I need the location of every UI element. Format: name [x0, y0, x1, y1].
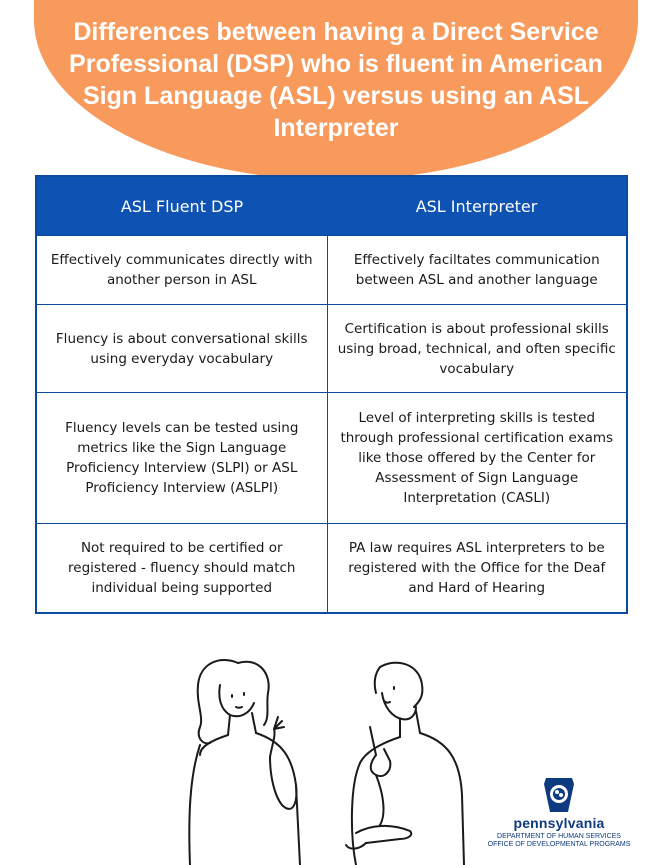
table-cell: Effectively communicates directly with a…	[35, 235, 328, 305]
table-cell: Certification is about professional skil…	[326, 304, 628, 393]
comparison-table: ASL Fluent DSP ASL Interpreter Effective…	[35, 175, 628, 614]
pennsylvania-logo: pennsylvania DEPARTMENT OF HUMAN SERVICE…	[484, 775, 634, 855]
column-header-asl-interpreter: ASL Interpreter	[327, 176, 627, 236]
table-cell: Fluency is about conversational skills u…	[35, 304, 328, 393]
logo-department: DEPARTMENT OF HUMAN SERVICES	[497, 833, 621, 840]
logo-office: OFFICE OF DEVELOPMENTAL PROGRAMS	[487, 841, 631, 848]
table-row: Effectively communicates directly with a…	[35, 235, 628, 305]
table-cell: Effectively faciltates communication bet…	[326, 235, 628, 305]
column-header-asl-fluent-dsp: ASL Fluent DSP	[36, 176, 327, 236]
table-cell: Fluency levels can be tested using metri…	[35, 392, 328, 524]
people-signing-illustration	[188, 658, 465, 865]
logo-name: pennsylvania	[513, 815, 605, 831]
table-row: Fluency is about conversational skills u…	[35, 304, 628, 393]
person-right-icon	[345, 661, 465, 865]
table-header-row: ASL Fluent DSP ASL Interpreter	[36, 176, 627, 236]
table-cell: Not required to be certified or register…	[35, 523, 328, 614]
keystone-seal-icon	[544, 778, 574, 812]
table-row: Not required to be certified or register…	[35, 523, 628, 614]
person-left-icon	[188, 658, 301, 865]
table-cell: Level of interpreting skills is tested t…	[326, 392, 628, 524]
table-cell: PA law requires ASL interpreters to be r…	[326, 523, 628, 614]
table-row: Fluency levels can be tested using metri…	[35, 392, 628, 524]
page-title: Differences between having a Direct Serv…	[69, 18, 603, 142]
